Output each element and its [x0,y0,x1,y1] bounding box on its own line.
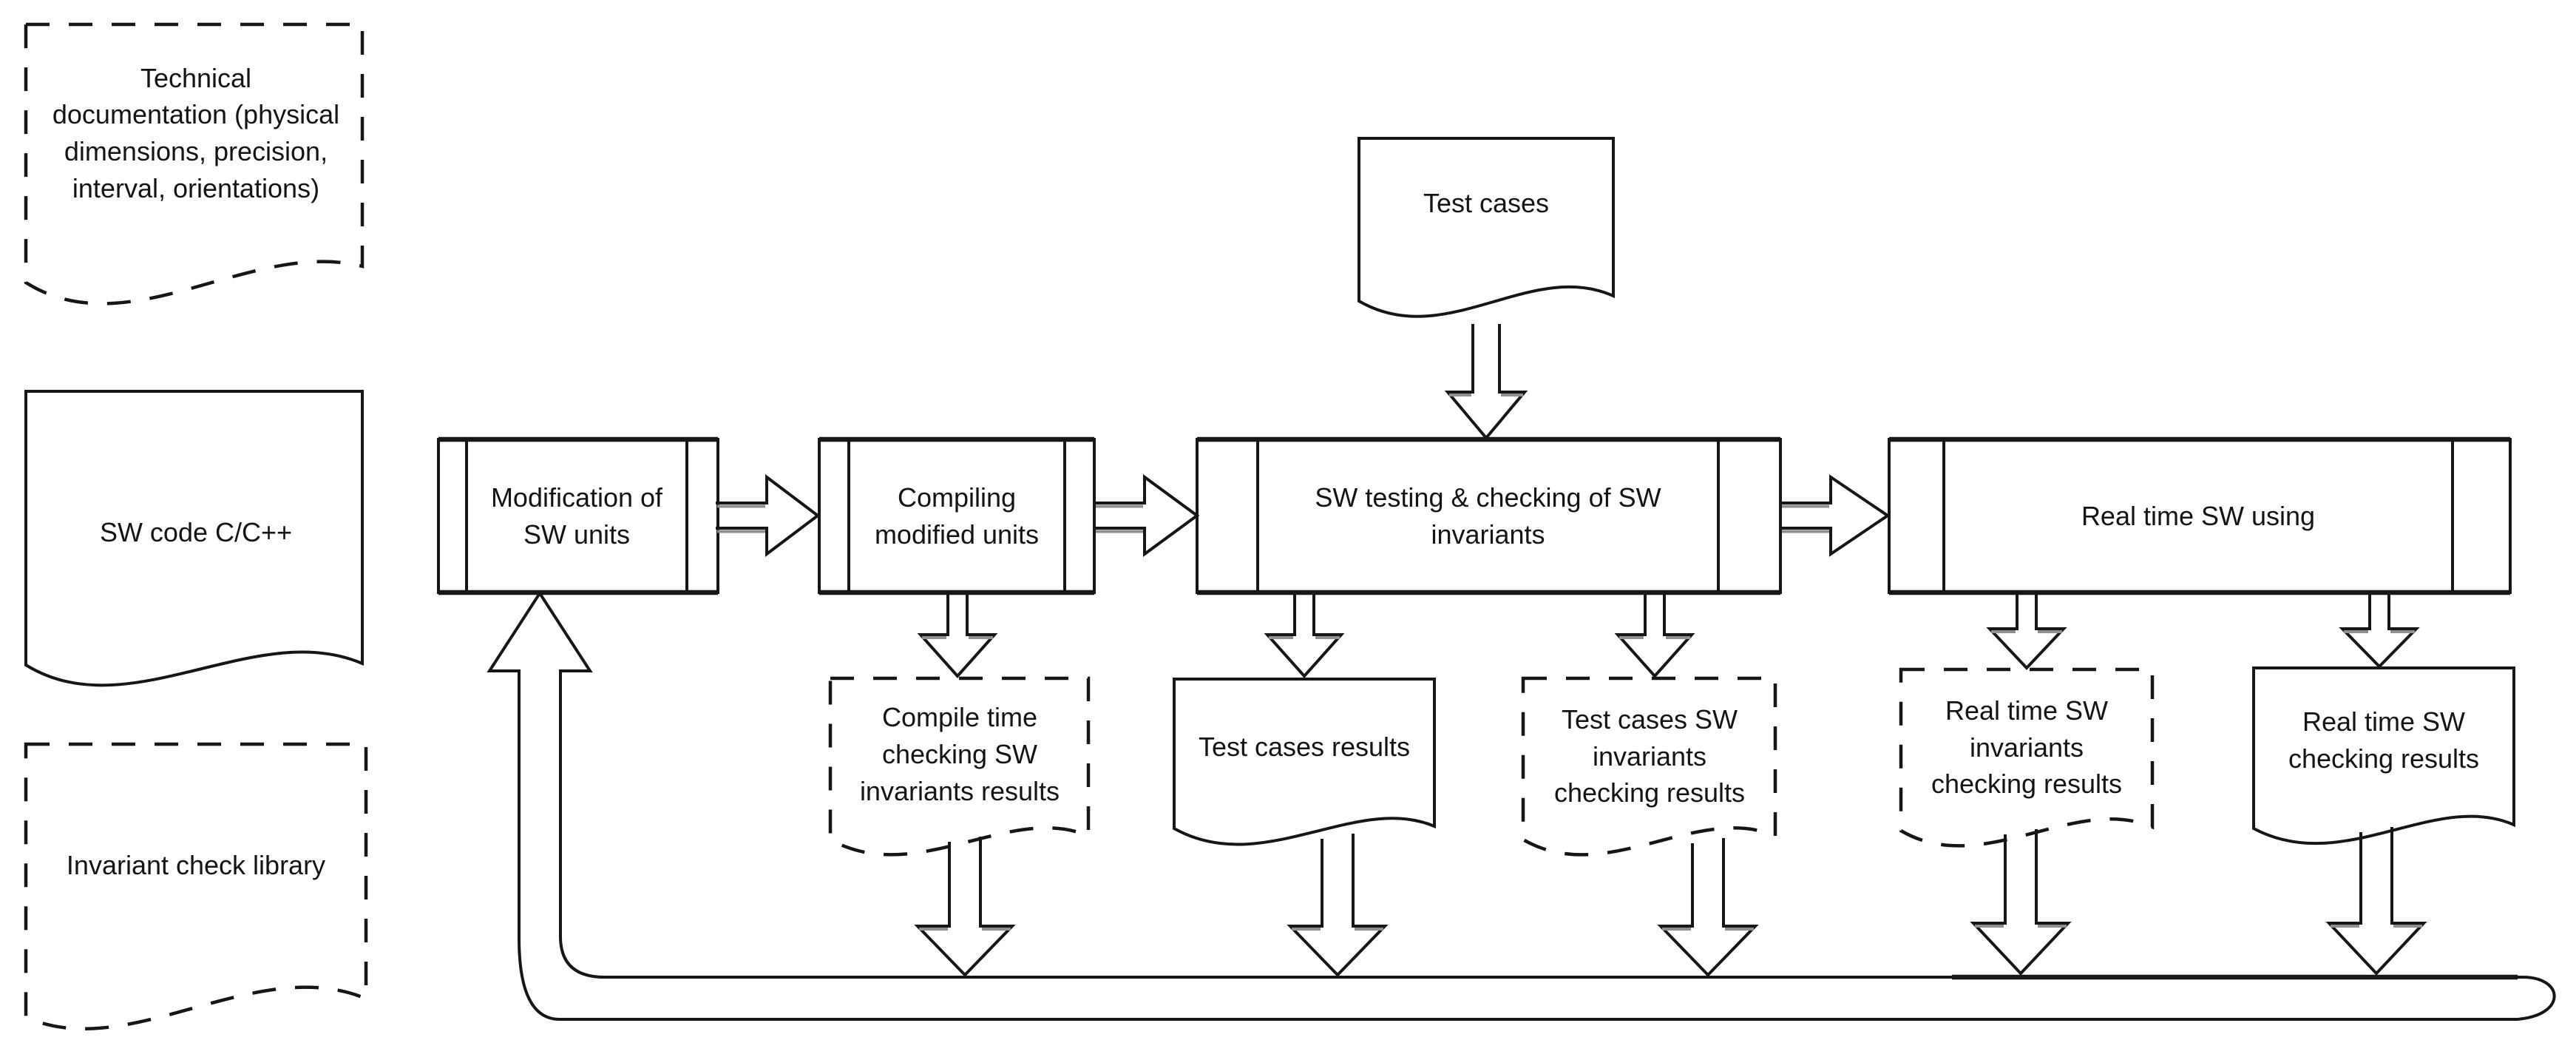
label-modification-of-sw-units: Modification of SW units [490,482,663,550]
arrow-test-cases-down [1444,324,1528,441]
document-test-cases [1358,137,1615,318]
process-box-modification [437,436,719,595]
label-real-time-sw-using: Real time SW using [2081,500,2316,531]
label-invariant-check-library: Invariant check library [66,850,326,881]
document-sw-code [24,390,364,687]
document-compile-results [828,676,1091,857]
document-test-inv-results [1521,676,1777,857]
document-invariant-check-library [24,742,368,1030]
arrow-realtime-to-rt-check-results [2339,593,2420,669]
arrow-compile-results-to-loop [914,837,1016,977]
document-test-results [1173,678,1436,846]
arrow-test-results-to-loop [1287,834,1389,977]
label-sw-code: SW code C/C++ [99,517,293,548]
label-rt-check-results: Real time SW checking results [2288,706,2480,774]
process-box-testing [1196,436,1782,595]
arrow-modification-to-compiling [716,473,821,558]
label-compiling-modified-units: Compiling modified units [874,482,1040,550]
label-test-cases-results: Test cases results [1198,732,1411,763]
document-technical-documentation [24,22,365,305]
label-test-cases: Test cases [1423,188,1550,219]
label-test-inv-results: Test cases SW invariants checking result… [1553,703,1746,808]
feedback-loop-arrow [487,590,2556,1021]
label-rt-inv-results: Real time SW invariants checking results [1931,695,2123,800]
arrow-rt-inv-results-to-loop [1970,829,2072,976]
arrow-rt-check-results-to-loop [2325,827,2427,976]
arrow-realtime-to-rt-inv-results [1986,593,2067,670]
arrow-compiling-to-testing [1094,474,1200,557]
arrow-testing-to-test-inv-results [1614,593,1695,679]
label-technical-documentation: Technical documentation (physical dimens… [52,62,340,203]
arrow-compiling-to-compile-results [917,593,998,679]
label-sw-testing: SW testing & checking of SW invariants [1315,482,1661,550]
arrow-testing-to-realtime [1780,474,1891,557]
arrow-testing-to-test-results [1264,593,1345,679]
label-compile-results: Compile time checking SW invariants resu… [859,702,1060,806]
arrow-test-inv-results-to-loop [1657,838,1759,977]
document-rt-inv-results [1899,667,2155,848]
document-rt-check-results [2252,666,2515,845]
